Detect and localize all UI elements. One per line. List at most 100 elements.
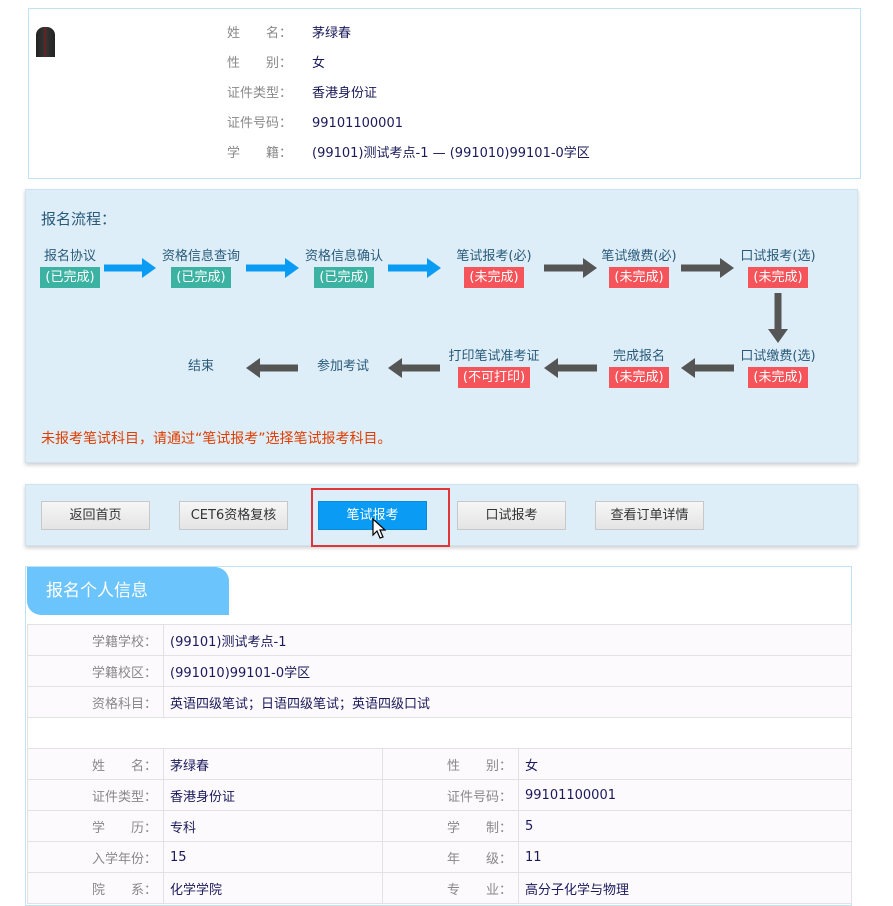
field-label: 学 历： [27,810,164,842]
section-title: 报名个人信息 [27,567,229,615]
step-status-badge: (不可打印) [457,367,531,388]
step-status-badge: (未完成) [609,367,669,388]
step-status-badge: (已完成) [40,267,100,288]
highlight-box [311,488,450,547]
step-label: 报名协议 [43,249,96,264]
step-label: 资格信息查询 [161,249,240,264]
profile-row: 证件类型： 香港身份证 [227,84,377,104]
table-row: 证件类型：香港身份证证件号码：99101100001 [27,779,852,811]
flow-step: 参加考试 [273,357,413,377]
spacer-row [27,717,852,749]
flow-arrow-icon [544,258,597,278]
field-label: 学籍校区： [27,655,164,687]
field-value: 化学学院 [163,872,383,904]
step-label: 结束 [187,359,214,374]
flow-arrow-icon [544,358,597,378]
flow-arrow-icon [681,258,734,278]
profile-label: 性 别： [227,56,293,71]
flow-step: 笔试报考(必) (未完成) [424,247,564,288]
flow-step: 口试报考(选) (未完成) [708,247,848,288]
flow-arrows [104,258,788,378]
written-exam-register-button[interactable]: 笔试报考 [318,501,427,530]
cet6-review-button[interactable]: CET6资格复核 [179,501,288,530]
flow-arrow-icon [768,293,788,343]
flow-arrow-icon [388,358,440,378]
field-value: 英语四级笔试；日语四级笔试；英语四级口试 [163,686,852,718]
step-label: 完成报名 [612,349,665,364]
flow-arrow-icon [246,358,298,378]
field-label: 资格科目： [27,686,164,718]
flow-step: 笔试缴费(必) (未完成) [569,247,709,288]
action-bar: 返回首页 CET6资格复核 笔试报考 口试报考 查看订单详情 [25,484,858,547]
table-row: 学 历：专科学 制：5 [27,810,852,842]
profile-row: 姓 名： 茅绿春 [227,24,351,44]
flow-step: 资格信息查询(已完成) [131,247,271,288]
flow-arrow-icon [104,258,156,278]
table-row: 姓 名：茅绿春性 别：女 [27,748,852,780]
flow-arrow-icon [246,258,299,278]
profile-row: 学 籍： (99101)测试考点-1 — (991010)99101-0学区 [227,144,590,164]
step-label: 笔试报考(必) [456,249,532,264]
avatar [36,27,55,57]
profile-label: 证件类型： [227,86,293,101]
step-label: 打印笔试准考证 [448,349,540,364]
profile-label: 学 籍： [227,146,293,161]
table-row: 学籍学校：(99101)测试考点-1 [27,624,852,656]
flow-step: 报名协议 (已完成) [0,247,140,288]
field-label: 学 制： [382,810,519,842]
profile-value: 茅绿春 [312,26,352,41]
step-status-badge: (未完成) [748,267,808,288]
field-label: 性 别： [382,748,519,780]
field-label: 院 系： [27,872,164,904]
flow-step: 结束 [131,357,271,377]
home-button[interactable]: 返回首页 [41,501,150,530]
profile-card: 姓 名： 茅绿春性 别： 女证件类型： 香港身份证证件号码：99101100001 学 … [28,8,861,179]
profile-row: 证件号码：99101100001 [227,114,403,134]
profile-value: 女 [312,56,326,71]
step-status-badge: (未完成) [464,267,524,288]
table-row: 学籍校区：(991010)99101-0学区 [27,655,852,687]
field-label: 姓 名： [27,748,164,780]
profile-label: 证件号码： [227,116,293,131]
step-status-badge: (未完成) [609,267,669,288]
field-label: 证件号码： [382,779,519,811]
field-value: 99101100001 [518,779,852,811]
field-value: 5 [518,810,852,842]
flow-arrow-icon [388,258,441,278]
table-row: 资格科目：英语四级笔试；日语四级笔试；英语四级口试 [27,686,852,718]
step-status-badge: (已完成) [314,267,374,288]
flow-step: 打印笔试准考证 (不可打印) [424,347,564,388]
flow-message: 未报考笔试科目，请通过“笔试报考”选择笔试报考科目。 [41,431,392,447]
profile-label: 姓 名： [227,26,293,41]
field-value: 15 [163,841,383,873]
field-label: 专 业： [382,872,519,904]
registration-flow-panel: 报名流程： 报名协议 (已完成) 资格信息查询(已完成) 资格信息确认 (已完成) 笔试报… [25,189,858,463]
field-label: 证件类型： [27,779,164,811]
field-value: 11 [518,841,852,873]
oral-exam-register-button[interactable]: 口试报考 [457,501,566,530]
flow-title: 报名流程： [41,210,117,228]
field-value: 高分子化学与物理 [518,872,852,904]
field-value: 茅绿春 [163,748,383,780]
step-label: 口试缴费(选) [740,349,816,364]
flow-step: 口试缴费(选) (未完成) [708,347,848,388]
field-label: 入学年份： [27,841,164,873]
table-row: 院 系：化学学院专 业：高分子化学与物理 [27,872,852,904]
field-value: 香港身份证 [163,779,383,811]
profile-value: 香港身份证 [312,86,378,101]
field-value: (99101)测试考点-1 [163,624,852,656]
field-value: 女 [518,748,852,780]
step-label: 口试报考(选) [740,249,816,264]
profile-row: 性 别： 女 [227,54,325,74]
profile-value: (99101)测试考点-1 — (991010)99101-0学区 [312,146,590,161]
step-label: 参加考试 [316,359,369,374]
step-status-badge: (未完成) [748,367,808,388]
step-label: 笔试缴费(必) [601,249,677,264]
mouse-cursor-icon [372,518,386,539]
flow-step: 资格信息确认 (已完成) [274,247,414,288]
step-label: 资格信息确认 [304,249,383,264]
order-details-button[interactable]: 查看订单详情 [595,501,704,530]
